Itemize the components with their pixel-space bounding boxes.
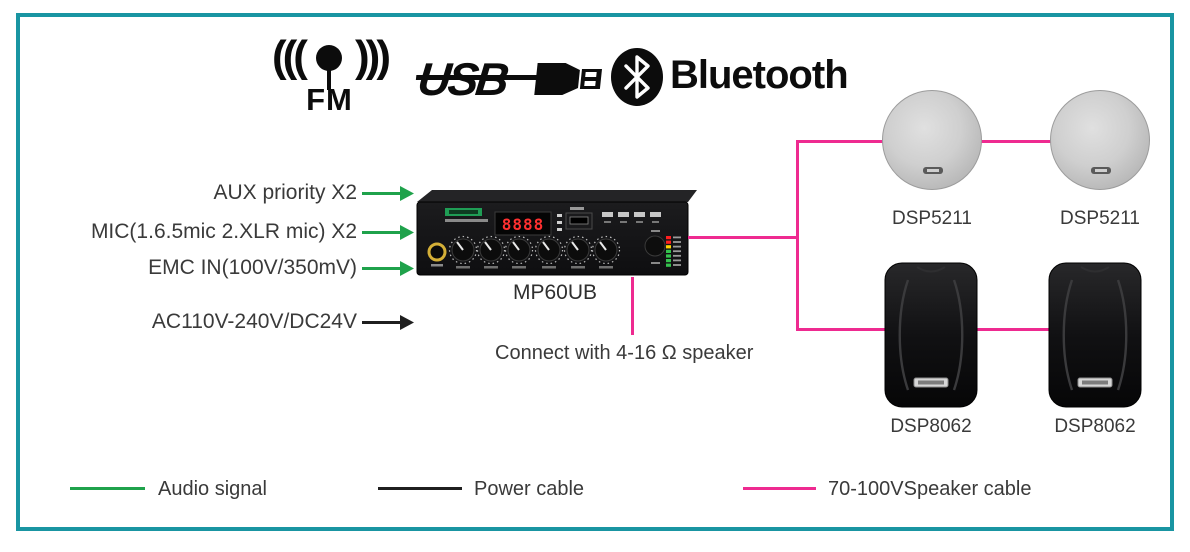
cable-amp-to-junction [688, 236, 799, 239]
ceiling-speaker-2 [1050, 90, 1150, 190]
power-arrow [362, 315, 414, 330]
wall-speaker-2 [1048, 262, 1142, 408]
ceiling-speaker-1-label: DSP5211 [892, 208, 972, 229]
input-label-aux: AUX priority X2 [213, 181, 357, 204]
cable-wall-1-to-2 [976, 328, 1050, 331]
bluetooth-icon: Bluetooth [608, 46, 849, 110]
ceiling-speaker-1 [882, 90, 982, 190]
input-label-emc: EMC IN(100V/350mV) [148, 256, 357, 279]
legend-power-label: Power cable [474, 478, 585, 500]
speaker-connection-note: Connect with 4-16 Ω speaker [495, 342, 754, 364]
legend-audio-line [70, 487, 145, 490]
legend-speaker-label: 70-100VSpeaker cable [828, 478, 1032, 500]
wall-speaker-2-label: DSP8062 [1054, 416, 1136, 437]
fm-antenna [316, 45, 342, 90]
usb-logo-graphic: USB [415, 53, 603, 105]
input-label-power: AC110V-240V/DC24V [151, 310, 357, 333]
speaker-brand-badge [923, 167, 943, 174]
bluetooth-label: Bluetooth [670, 53, 849, 97]
amplifier-model-label: MP60UB [512, 281, 598, 304]
legend-speaker-line [743, 487, 816, 490]
wall-speaker-1-label: DSP8062 [890, 416, 972, 437]
cable-ceiling-1-to-2 [980, 140, 1052, 143]
ceiling-speaker-2-label: DSP5211 [1060, 208, 1140, 229]
svg-text:8888: 8888 [502, 215, 545, 234]
usb-icon: USB [413, 50, 608, 110]
cable-amp-bottom-output [631, 277, 634, 335]
legend-power-line [378, 487, 462, 490]
cable-to-wall-speaker-1 [796, 328, 886, 331]
fm-label: FM [306, 82, 353, 117]
legend-audio-label: Audio signal [158, 478, 267, 500]
bluetooth-rune [611, 48, 663, 106]
audio-arrow-mic [362, 225, 414, 240]
fm-waves-left: ((( [272, 32, 308, 81]
diagram-border [16, 13, 1174, 531]
speaker-brand-badge [1091, 167, 1111, 174]
audio-arrow-emc [362, 261, 414, 276]
input-label-mic: MIC(1.6.5mic 2.XLR mic) X2 [90, 220, 357, 243]
fm-icon: ((( ))) FM [272, 30, 391, 122]
wall-speaker-1 [884, 262, 978, 408]
amplifier-device: 8888 [416, 190, 697, 276]
audio-arrow-aux [362, 186, 414, 201]
cable-junction-vertical [796, 140, 799, 331]
fm-waves-right: ))) [355, 32, 391, 81]
cable-to-ceiling-speaker-1 [796, 140, 886, 143]
